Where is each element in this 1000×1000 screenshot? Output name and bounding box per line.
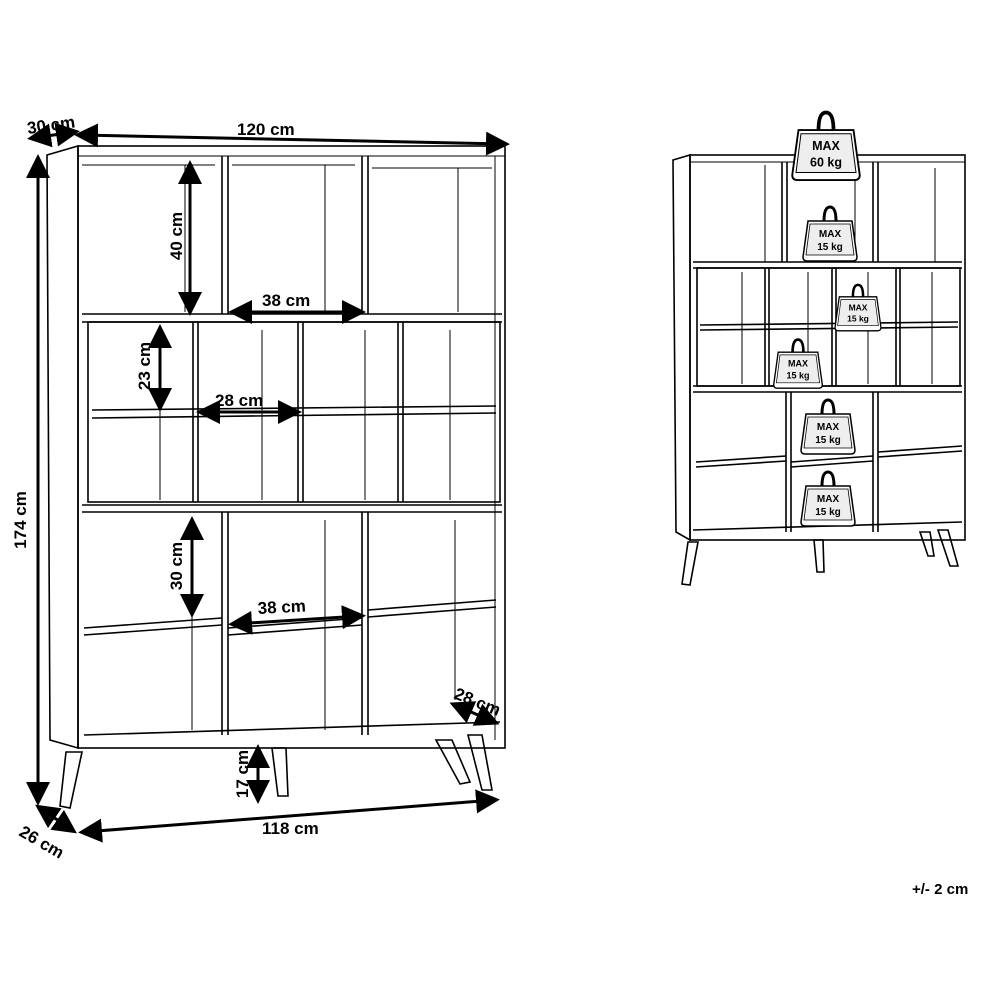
load-limit-value: 15 kg [847,313,869,323]
width-bottom-label: 118 cm [262,819,319,838]
load-limit-label: MAX [819,229,842,240]
leg [918,531,935,557]
leg [271,747,289,797]
tolerance-label: +/- 2 cm [912,881,968,898]
bottom-cell-height-label: 30 cm [167,542,186,590]
leg [813,539,825,573]
leg [681,541,699,586]
load-limit-value: 15 kg [815,435,841,446]
side-panel [46,144,79,750]
leg [466,734,493,791]
load-limit-value: 15 kg [817,242,843,253]
dimensioned-shelf-drawing: 30 cm 120 cm 174 cm 40 cm 38 cm 23 cm 28… [11,112,510,863]
weight-icon: MAX 60 kg [791,110,861,181]
load-limit-value: 60 kg [810,155,842,169]
load-limit-label: MAX [817,422,840,433]
height-total-label: 174 cm [11,491,30,549]
load-limit-value: 15 kg [786,370,809,380]
depth-bottom-label: 26 cm [16,822,67,863]
width-top-label: 120 cm [237,120,295,139]
front-frame [77,145,506,749]
front-frame [689,154,966,541]
leg [936,529,960,567]
weight-icon: MAX 15 kg [800,398,856,455]
weight-icon: MAX 15 kg [802,205,858,262]
bottom-cell-width-label: 38 cm [257,596,306,617]
leg [59,751,83,809]
weight-icon: MAX 15 kg [800,470,856,527]
leg-height-label: 17 cm [233,750,252,798]
leg [434,739,472,785]
load-limit-label: MAX [817,494,840,505]
middle-cell-height-label: 23 cm [135,342,154,390]
middle-cell-width-label: 28 cm [215,391,263,410]
side-panel [672,153,691,542]
load-limit-label: MAX [812,139,840,153]
load-limit-label: MAX [788,359,808,369]
load-limit-label: MAX [849,302,868,312]
top-cell-height-label: 40 cm [167,212,186,260]
top-cell-width-label: 38 cm [262,291,310,310]
load-limit-value: 15 kg [815,507,841,518]
